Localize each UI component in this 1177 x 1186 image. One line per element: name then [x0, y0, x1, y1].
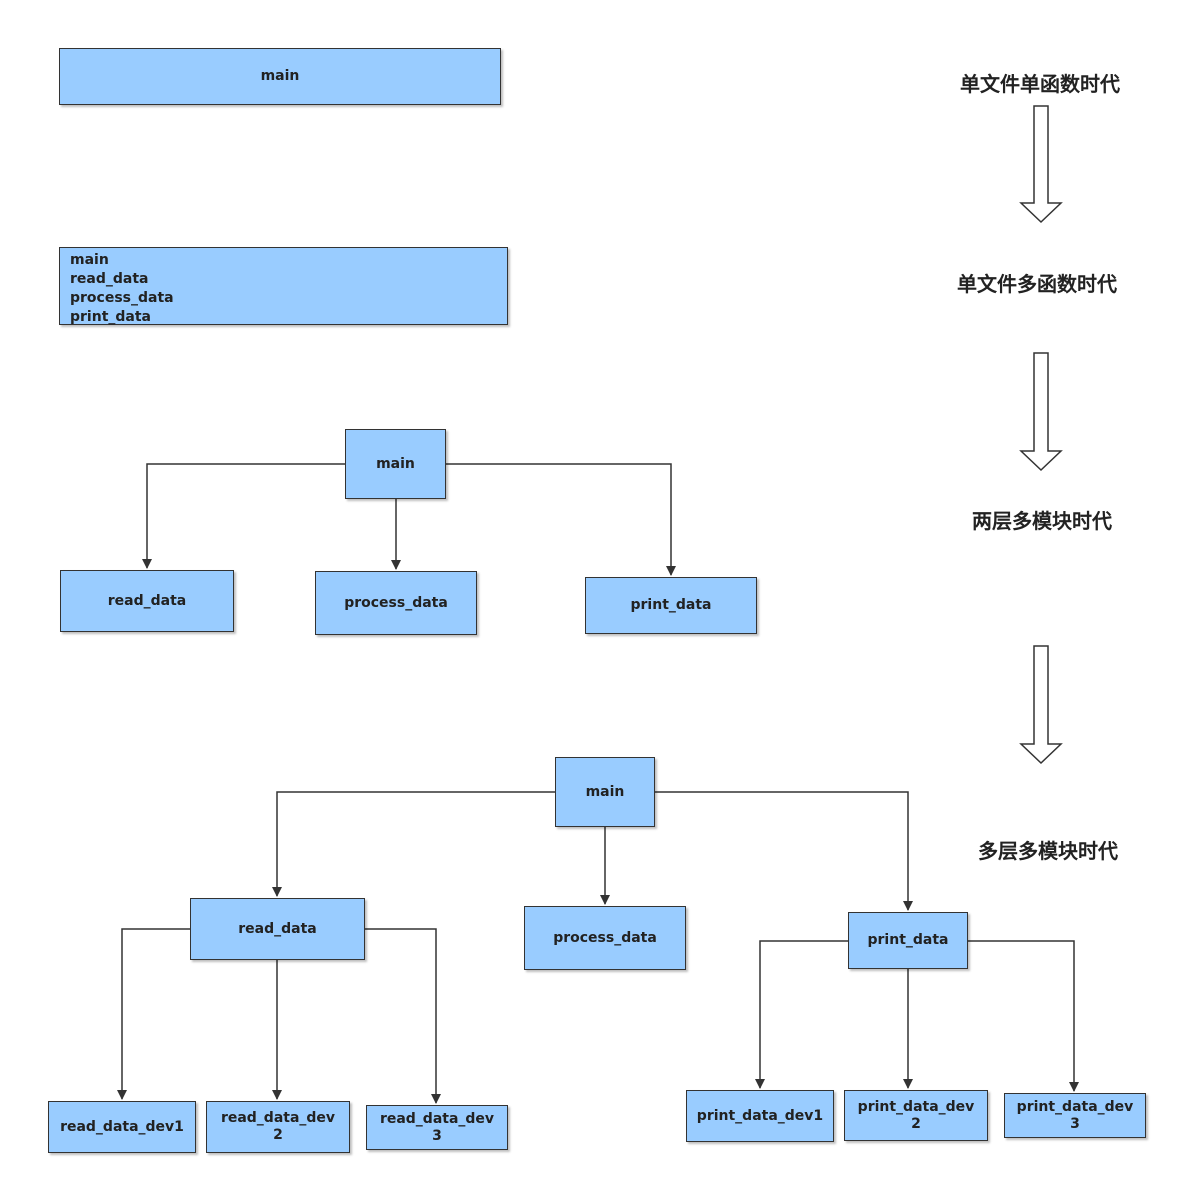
stage1-main-box: main: [59, 48, 501, 105]
stage4-print-dev1-label: print_data_dev1: [696, 1107, 824, 1124]
edge-stage4-read-to-dev1: [117, 928, 190, 1100]
stage3-read-data-box: read_data: [60, 570, 234, 632]
edge-stage4-main-to-read: [272, 791, 555, 897]
stage4-read-data-label: read_data: [238, 920, 317, 937]
stage4-process-data-box: process_data: [524, 906, 686, 970]
stage4-print-dev2-box: print_data_dev 2: [844, 1090, 988, 1141]
era-label-1: 单文件单函数时代: [960, 72, 1120, 96]
edge-stage4-print-to-dev3: [968, 940, 1079, 1092]
stage4-read-dev2-box: read_data_dev 2: [206, 1101, 350, 1153]
stage4-print-dev3-box: print_data_dev 3: [1004, 1093, 1146, 1138]
stage2-functions-box: main read_data process_data print_data: [59, 247, 508, 325]
transition-arrow-3: [1019, 645, 1063, 765]
stage4-print-data-label: print_data: [867, 932, 949, 948]
stage3-process-data-label: process_data: [344, 594, 448, 611]
era-label-3: 两层多模块时代: [972, 509, 1112, 533]
stage2-function-main: main: [70, 252, 109, 268]
stage2-function-process-data: process_data: [70, 290, 174, 306]
era-label-2: 单文件多函数时代: [957, 272, 1117, 296]
stage3-print-data-label: print_data: [630, 597, 712, 613]
stage3-print-data-box: print_data: [585, 577, 757, 634]
stage4-read-dev2-label: read_data_dev 2: [220, 1110, 336, 1143]
stage4-print-data-box: print_data: [848, 912, 968, 969]
stage4-read-data-box: read_data: [190, 898, 365, 960]
stage4-print-dev3-label: print_data_dev 3: [1016, 1098, 1134, 1132]
stage4-read-dev1-box: read_data_dev1: [48, 1101, 196, 1153]
transition-arrow-1: [1019, 105, 1063, 224]
transition-arrow-2: [1019, 352, 1063, 472]
stage2-function-read-data: read_data: [70, 271, 149, 287]
stage4-print-dev1-box: print_data_dev1: [686, 1090, 834, 1142]
edge-stage4-main-to-print: [655, 791, 913, 911]
stage3-main-box: main: [345, 429, 446, 499]
edge-stage4-read-to-dev3: [365, 928, 441, 1104]
stage1-main-label: main: [260, 68, 300, 84]
edge-stage3-main-to-print: [446, 463, 676, 576]
edge-stage4-print-to-dev1: [755, 940, 848, 1089]
stage3-process-data-box: process_data: [315, 571, 477, 635]
era-label-4: 多层多模块时代: [978, 839, 1118, 863]
stage4-main-label: main: [585, 783, 625, 800]
stage4-read-dev3-box: read_data_dev 3: [366, 1105, 508, 1150]
stage4-read-dev1-label: read_data_dev1: [60, 1118, 184, 1135]
stage4-process-data-label: process_data: [553, 929, 657, 946]
stage4-read-dev3-label: read_data_dev 3: [379, 1110, 495, 1144]
stage2-function-print-data: print_data: [70, 309, 151, 325]
edge-stage3-main-to-read: [142, 463, 345, 569]
stage3-read-data-label: read_data: [107, 592, 187, 609]
stage4-print-dev2-label: print_data_dev 2: [857, 1098, 975, 1132]
stage4-main-box: main: [555, 757, 655, 827]
stage3-main-label: main: [376, 455, 415, 472]
